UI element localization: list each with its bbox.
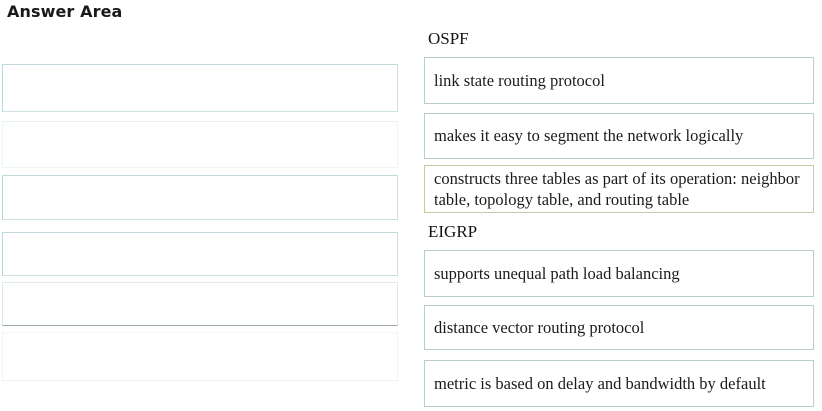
source-item-label: supports unequal path load balancing <box>434 263 680 283</box>
answer-drop-slot-4[interactable] <box>2 232 398 276</box>
group-label-eigrp: EIGRP <box>428 222 478 241</box>
source-item-ospf-3[interactable]: constructs three tables as part of its o… <box>424 165 814 213</box>
source-item-label: distance vector routing protocol <box>434 317 645 337</box>
source-item-label: makes it easy to segment the network log… <box>434 126 744 145</box>
source-item-ospf-1[interactable]: link state routing protocol <box>424 57 814 104</box>
source-item-ospf-2[interactable]: makes it easy to segment the network log… <box>424 113 814 159</box>
page-title: Answer Area <box>7 2 123 21</box>
answer-drop-slot-1[interactable] <box>2 64 398 112</box>
source-options-column: OSPF link state routing protocol makes i… <box>421 24 814 411</box>
answer-area-drop-column <box>0 55 400 411</box>
group-label-ospf: OSPF <box>428 29 469 48</box>
source-item-eigrp-1[interactable]: supports unequal path load balancing <box>424 250 814 297</box>
source-item-eigrp-3[interactable]: metric is based on delay and bandwidth b… <box>424 360 814 407</box>
answer-drop-slot-6[interactable] <box>2 332 398 381</box>
source-item-label: constructs three tables as part of its o… <box>434 169 800 209</box>
answer-drop-slot-3[interactable] <box>2 175 398 220</box>
source-item-eigrp-2[interactable]: distance vector routing protocol <box>424 305 814 350</box>
answer-drop-slot-2[interactable] <box>2 121 398 168</box>
source-item-label: link state routing protocol <box>434 70 605 90</box>
source-item-label: metric is based on delay and bandwidth b… <box>434 373 766 393</box>
answer-drop-slot-5[interactable] <box>2 282 398 326</box>
